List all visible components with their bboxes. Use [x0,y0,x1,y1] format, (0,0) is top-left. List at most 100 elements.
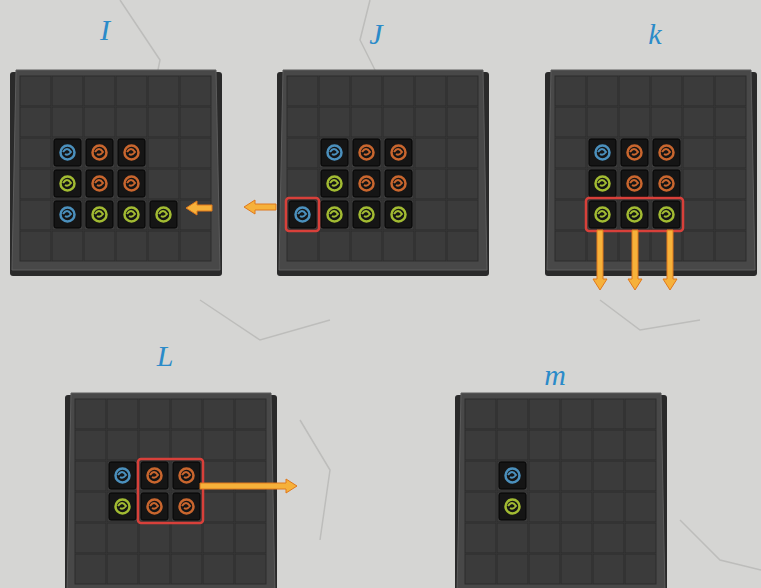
board-cell [20,76,51,106]
board-cell [84,231,115,261]
board-cell [447,138,478,168]
board-cell [351,169,382,199]
board-cell [20,138,51,168]
board-cell [619,200,650,230]
board-cell [287,76,318,106]
board-cell [52,138,83,168]
board-shadow [277,72,489,276]
rune-tile [589,170,616,197]
rune-tile [109,462,136,489]
board-cell [116,76,147,106]
board-cell [683,138,714,168]
selection-box [586,198,683,231]
rune-tile [118,170,145,197]
board-cell [139,492,170,522]
board-cell [171,399,202,429]
board-cell [116,107,147,137]
board-cell [715,107,746,137]
rune-tile [141,493,168,520]
board-cell [465,430,496,460]
board-cell [715,200,746,230]
board-cell [651,76,682,106]
rune-tile [621,139,648,166]
board-cell [465,523,496,553]
rune-tile [353,139,380,166]
board-cell [529,492,560,522]
board-cell [555,231,586,261]
stone-crack [600,300,700,330]
board-cell [497,430,528,460]
board-cell [52,107,83,137]
board-cell [447,231,478,261]
board-cell [148,169,179,199]
rune-tile [321,139,348,166]
board-cell [180,169,211,199]
board-cell [593,523,624,553]
rune-tile [499,493,526,520]
board-cell [351,200,382,230]
board-cell [171,523,202,553]
board-cell [107,523,138,553]
rune-tile [385,170,412,197]
board-cell [555,107,586,137]
board-cell [20,231,51,261]
board-cell [351,107,382,137]
board-cell [497,554,528,584]
board-cell [52,169,83,199]
board-cell [351,138,382,168]
board-cell [75,461,106,491]
rune-tile [150,201,177,228]
board-cell [235,523,266,553]
board-cell [383,169,414,199]
rune-tile [86,201,113,228]
board-cell [587,76,618,106]
rune-tile [589,201,616,228]
rune-tile [86,170,113,197]
board-cell [625,554,656,584]
board-cell [52,76,83,106]
step-letter: I [100,15,110,45]
board-cell [319,231,350,261]
board-cell [683,107,714,137]
rune-tile [385,139,412,166]
board-cell [180,231,211,261]
selection-box [286,198,319,231]
board-cell [447,200,478,230]
board-cell [148,231,179,261]
step-letter: k [648,19,661,49]
board-cell [203,430,234,460]
board-cell [107,461,138,491]
step-letter: m [544,360,566,390]
board-cell [383,200,414,230]
board-cell [180,138,211,168]
rune-tile [353,170,380,197]
board-cell [625,523,656,553]
board-cell [625,399,656,429]
board-cell [203,399,234,429]
game-board [455,393,667,588]
board-cell [383,138,414,168]
board-cell [715,231,746,261]
board-cell [415,169,446,199]
board-cell [148,76,179,106]
board-cell [319,200,350,230]
board-cell [287,169,318,199]
board-cell [587,200,618,230]
board-cell [383,76,414,106]
board-cell [555,169,586,199]
rune-tile [321,201,348,228]
board-cell [561,492,592,522]
board-cell [529,461,560,491]
board-cell [619,76,650,106]
board-cell [84,169,115,199]
board-cell [139,523,170,553]
board-cell [555,200,586,230]
board-cell [351,231,382,261]
board-cell [529,430,560,460]
board-cell [171,461,202,491]
board-cell [529,523,560,553]
board-shadow [455,395,667,588]
board-cell [497,399,528,429]
rune-tile [173,493,200,520]
